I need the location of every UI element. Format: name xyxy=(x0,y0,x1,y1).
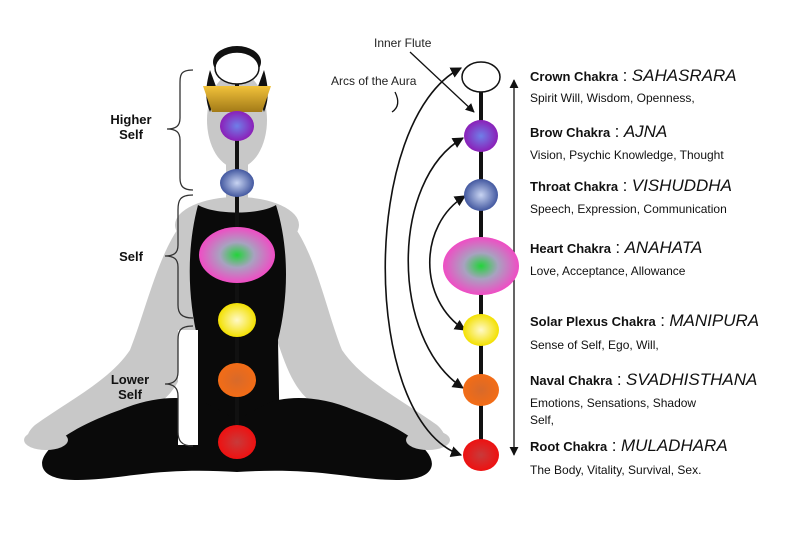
chakra-entry-heart: Heart Chakra : ANAHATA Love, Acceptance,… xyxy=(530,238,702,280)
chakra-brow xyxy=(464,120,498,152)
chakra-sanskrit: VISHUDDHA xyxy=(631,176,732,195)
inner-flute-label: Inner Flute xyxy=(374,36,432,50)
chakra-description: Spirit Will, Wisdom, Openness, xyxy=(530,91,695,105)
chakra-name: Solar Plexus Chakra xyxy=(530,314,656,329)
chakra-separator: : xyxy=(660,311,665,330)
chakra-sanskrit: MANIPURA xyxy=(669,311,760,330)
lower-self-label-line1: Lower xyxy=(110,372,150,387)
chakra-entry-solar: Solar Plexus Chakra : MANIPURA Sense of … xyxy=(530,311,759,354)
aura-arc-outer xyxy=(384,67,463,457)
chakra-crown xyxy=(461,61,501,93)
chakra-name: Brow Chakra xyxy=(530,125,611,140)
higher-self-brace xyxy=(166,69,194,191)
chakra-solar xyxy=(463,314,499,346)
figure-chakra-crown xyxy=(214,51,260,85)
figure-chakra-solar xyxy=(218,303,256,337)
lower-self-label-line2: Self xyxy=(118,387,142,402)
chakra-name: Crown Chakra xyxy=(530,69,619,84)
chakra-name: Heart Chakra xyxy=(530,241,611,256)
figure-right-hand xyxy=(406,430,450,450)
crown-cap xyxy=(203,86,271,112)
chakra-entry-root: Root Chakra : MULADHARA The Body, Vitali… xyxy=(530,436,728,479)
diagram-chakras xyxy=(443,61,519,471)
aura-arc-inner xyxy=(428,195,466,331)
chakra-description: Love, Acceptance, Allowance xyxy=(530,264,686,278)
chakra-name: Root Chakra xyxy=(530,439,608,454)
figure-chakra-root xyxy=(218,425,256,459)
chakra-description: The Body, Vitality, Survival, Sex. xyxy=(530,463,702,477)
chakra-name: Naval Chakra xyxy=(530,373,613,388)
higher-self-label-line2: Self xyxy=(119,127,143,142)
chakra-heart xyxy=(443,237,519,295)
figure-chakra-heart xyxy=(199,227,275,283)
higher-self-label-line1: Higher xyxy=(110,112,152,127)
chakra-sanskrit: MULADHARA xyxy=(620,436,728,455)
chakra-naval xyxy=(463,374,499,406)
chakra-throat xyxy=(464,179,498,211)
chakra-sanskrit: SAHASRARA xyxy=(631,66,737,85)
lower-self-bar xyxy=(178,330,198,445)
chakra-description: Sense of Self, Ego, Will, xyxy=(530,338,659,352)
self-brace xyxy=(164,194,194,319)
chakra-separator: : xyxy=(622,66,628,85)
lower-self-label: Lower Self xyxy=(102,372,158,402)
self-braces xyxy=(164,69,194,447)
figure-chakra-brow xyxy=(220,111,254,141)
lower-self-brace xyxy=(164,325,194,447)
chakra-root xyxy=(463,439,499,471)
figure-chakras xyxy=(199,51,275,459)
inner-flute-pointer xyxy=(409,51,475,113)
figure-left-hand xyxy=(24,430,68,450)
chakra-description: Emotions, Sensations, Shadow xyxy=(530,396,697,410)
figure-chakra-throat xyxy=(220,169,254,197)
higher-self-label: Higher Self xyxy=(103,112,159,142)
chakra-entry-brow: Brow Chakra : AJNA Vision, Psychic Knowl… xyxy=(530,122,724,164)
chakra-separator: : xyxy=(615,238,621,257)
chakra-entry-crown: Crown Chakra : SAHASRARA Spirit Will, Wi… xyxy=(530,66,737,107)
chakra-description-line2: Self, xyxy=(530,413,555,427)
chakra-name: Throat Chakra xyxy=(530,179,619,194)
chakra-separator: : xyxy=(611,436,617,455)
chakra-separator: : xyxy=(616,370,622,389)
chakra-sanskrit: SVADHISTHANA xyxy=(626,370,758,389)
chakra-entry-naval: Naval Chakra : SVADHISTHANA Emotions, Se… xyxy=(530,370,757,429)
chakra-entry-throat: Throat Chakra : VISHUDDHA Speech, Expres… xyxy=(530,176,732,218)
arcs-pointer xyxy=(391,91,399,113)
chakra-description: Vision, Psychic Knowledge, Thought xyxy=(530,148,724,162)
figure-arms xyxy=(27,205,445,448)
figure-chakra-naval xyxy=(218,363,256,397)
arcs-of-aura-label: Arcs of the Aura xyxy=(331,74,417,88)
chakra-sanskrit: AJNA xyxy=(623,122,668,141)
chakra-separator: : xyxy=(622,176,628,195)
aura-arc-middle xyxy=(407,137,464,389)
chakra-separator: : xyxy=(614,122,620,141)
chakra-description: Speech, Expression, Communication xyxy=(530,202,727,216)
chakra-sanskrit: ANAHATA xyxy=(624,238,703,257)
self-label: Self xyxy=(119,249,143,264)
